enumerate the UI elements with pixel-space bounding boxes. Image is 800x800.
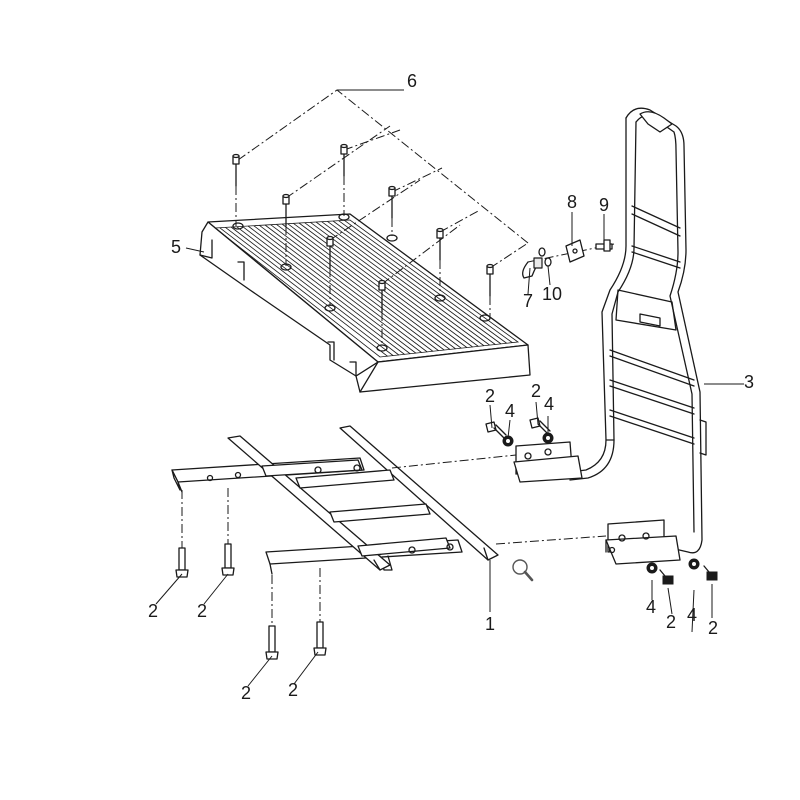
callout-1: 1 (485, 614, 495, 634)
callout-4-d: 4 (687, 605, 697, 625)
magnifier-icon[interactable] (512, 559, 534, 582)
callout-2-f: 2 (288, 680, 298, 700)
callout-9: 9 (599, 195, 609, 215)
callout-4-b: 4 (544, 394, 554, 414)
callout-10: 10 (542, 284, 562, 304)
bolts-and-washers (175, 417, 718, 660)
ladder-frame (171, 425, 499, 575)
callout-2-a: 2 (485, 386, 495, 406)
callout-2-e: 2 (241, 683, 251, 703)
callout-2-g: 2 (666, 612, 676, 632)
tray-ribs (219, 220, 513, 357)
callout-2-b: 2 (531, 381, 541, 401)
handle-bracket-lower (605, 519, 681, 565)
latch-hardware (522, 239, 615, 279)
callout-labels: 6 5 3 1 8 9 7 10 2 4 2 4 2 2 2 2 4 2 4 2 (148, 71, 754, 703)
callout-2-c: 2 (148, 601, 158, 621)
handle-bracket-upper (513, 441, 583, 483)
callout-7: 7 (523, 291, 533, 311)
callout-3: 3 (744, 372, 754, 392)
callout-2-d: 2 (197, 601, 207, 621)
rack-tray (199, 213, 531, 393)
callout-6: 6 (407, 71, 417, 91)
callout-8: 8 (567, 192, 577, 212)
leader-lines (155, 89, 744, 687)
grab-handle-frame (569, 107, 707, 554)
callout-4-a: 4 (505, 401, 515, 421)
callout-2-h: 2 (708, 618, 718, 638)
callout-5: 5 (171, 237, 181, 257)
callout-4-c: 4 (646, 597, 656, 617)
